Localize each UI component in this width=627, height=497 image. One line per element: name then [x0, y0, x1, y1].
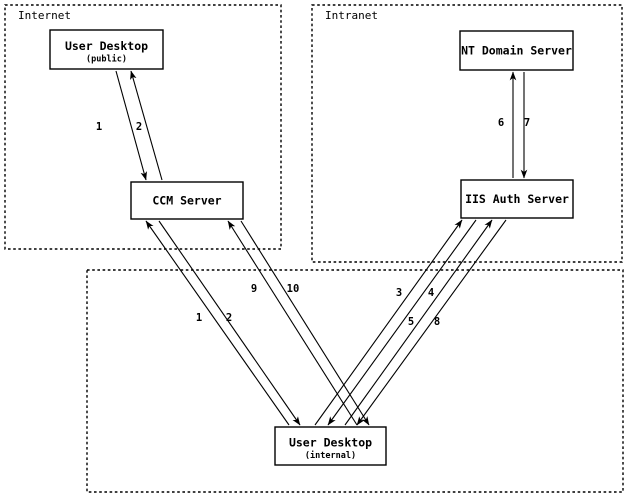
node-box-nt-domain-server: [459, 30, 574, 71]
edge-label-label-7: 7: [524, 117, 530, 129]
zone-internet: Internet: [4, 4, 282, 250]
node-user-desktop-public: User Desktop(public): [49, 29, 164, 70]
edge-label-label-4: 4: [428, 287, 434, 299]
flow-arrow-flow-10: [240, 220, 370, 426]
flow-arrow-flow-4: [327, 219, 477, 426]
edge-label-label-1-public: 1: [96, 121, 102, 133]
zone-label-internet: Internet: [18, 9, 71, 22]
edge-label-label-8: 8: [434, 316, 440, 328]
edge-label-label-9: 9: [251, 283, 257, 295]
flow-arrow-flow-1-internal: [145, 220, 290, 426]
node-title-nt-domain-server: NT Domain Server: [461, 44, 572, 58]
flow-arrow-flow-2-internal: [158, 220, 301, 426]
flow-step-labels: 1 2 6 7 9 10 1 2 3 4 5 8: [96, 117, 530, 328]
zone-internal-lan: [86, 269, 624, 493]
edge-label-label-3: 3: [396, 287, 402, 299]
node-box-ccm-server: [130, 181, 244, 220]
node-subtitle-user-desktop-internal: (internal): [305, 450, 356, 461]
zone-boundaries: Internet Intranet: [4, 4, 624, 493]
flow-arrow-flow-5: [344, 219, 493, 426]
flow-arrow-flow-2-public: [130, 70, 163, 181]
node-ccm-server: CCM Server: [130, 181, 244, 220]
node-subtitle-user-desktop-public: (public): [86, 54, 127, 65]
flow-arrow-flow-1-public: [115, 70, 147, 181]
node-box-iis-auth-server: [460, 179, 574, 219]
flow-arrow-flow-3: [314, 219, 463, 426]
node-iis-auth-server: IIS Auth Server: [460, 179, 574, 219]
node-box-user-desktop-public: [49, 29, 164, 70]
edge-label-label-5: 5: [408, 316, 414, 328]
zone-border-internal-lan: [86, 269, 624, 493]
edge-label-label-10: 10: [287, 283, 300, 295]
zone-label-intranet: Intranet: [325, 9, 378, 22]
node-box-user-desktop-internal: [274, 426, 387, 466]
edge-label-label-2-public: 2: [136, 121, 142, 133]
node-title-user-desktop-internal: User Desktop: [289, 436, 372, 450]
flow-arrow-flow-9: [227, 220, 358, 426]
flow-arrows: [115, 70, 528, 426]
node-title-user-desktop-public: User Desktop: [65, 39, 148, 53]
zone-border-intranet: [311, 4, 623, 263]
node-nt-domain-server: NT Domain Server: [459, 30, 574, 71]
edge-label-label-2-internal: 2: [226, 312, 232, 324]
flow-arrow-flow-8: [356, 219, 507, 426]
edge-label-label-1-internal: 1: [196, 312, 202, 324]
edge-label-label-6: 6: [498, 117, 504, 129]
node-title-ccm-server: CCM Server: [152, 194, 221, 208]
node-title-iis-auth-server: IIS Auth Server: [465, 192, 569, 206]
zone-intranet: Intranet: [311, 4, 623, 263]
node-user-desktop-internal: User Desktop(internal): [274, 426, 387, 466]
